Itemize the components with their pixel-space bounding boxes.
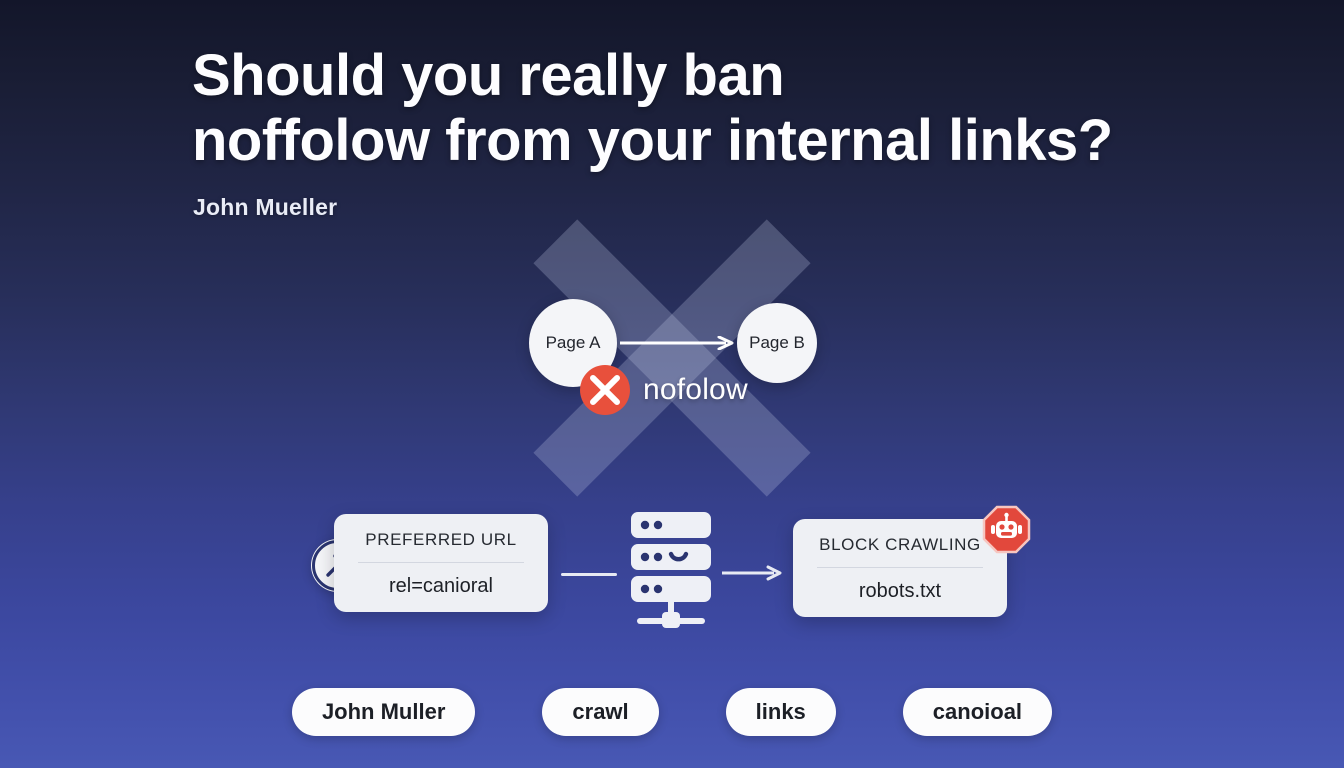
card-block-crawling: BLOCK CRAWLING robots.txt (793, 519, 1007, 617)
red-circle-x-icon (578, 363, 632, 417)
connector-line (561, 573, 617, 576)
keyword-pill-list: John Muller crawl links canoioal (0, 688, 1344, 737)
connector-arrow-icon (722, 565, 784, 581)
node-page-a-label: Page A (545, 333, 601, 352)
keyword-pill[interactable]: John Muller (291, 688, 476, 737)
card-divider (817, 567, 983, 568)
card-preferred-url-value: rel=canioral (389, 575, 493, 597)
headline-line-2: noffolow from your internal links? (192, 107, 1113, 173)
card-preferred-url: PREFERRED URL rel=canioral (334, 514, 548, 612)
node-page-a: Page A (529, 299, 617, 387)
robot-stop-sign-icon (982, 505, 1031, 554)
server-stack-icon (627, 510, 715, 630)
keyword-pill[interactable]: crawl (542, 688, 659, 737)
card-block-crawling-value: robots.txt (858, 580, 942, 602)
card-preferred-url-title: PREFERRED URL (365, 530, 517, 549)
headline-line-1: Should you really ban (192, 43, 785, 108)
page-title: Should you really ban noffolow from your… (192, 43, 1192, 174)
keyword-pill[interactable]: canoioal (902, 688, 1053, 737)
card-divider (358, 562, 524, 563)
node-page-b: Page B (737, 303, 817, 383)
node-page-b-label: Page B (749, 333, 805, 352)
nofollow-label: nofolow (643, 373, 748, 406)
byline: John Mueller (193, 194, 338, 220)
link-arrow-icon (620, 335, 736, 351)
keyword-pill[interactable]: links (725, 688, 836, 737)
card-block-crawling-title: BLOCK CRAWLING (819, 535, 981, 554)
